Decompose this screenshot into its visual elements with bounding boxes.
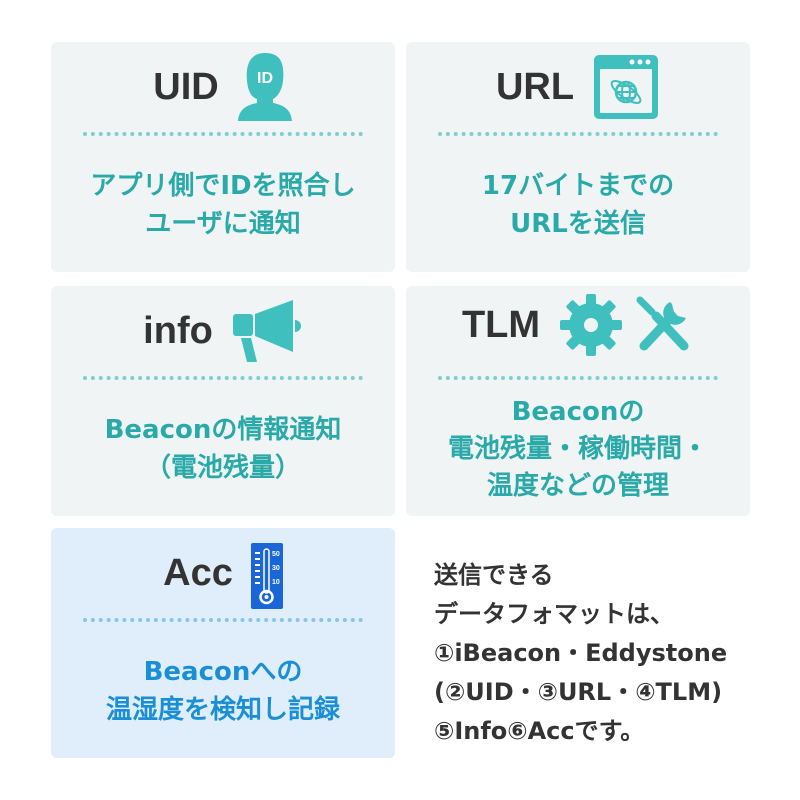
svg-text:50: 50	[272, 551, 280, 558]
format-note: 送信できる データフォマットは、 ①iBeacon・Eddystone (②UI…	[434, 561, 728, 745]
card-title: TLM	[461, 303, 541, 346]
card-description: Beaconへの 温湿度を検知し記録	[105, 657, 340, 725]
user-id-icon: ID	[237, 53, 292, 121]
svg-text:ID: ID	[257, 70, 273, 87]
card-url: URL 17バイトまでの URLを送信	[406, 42, 750, 272]
gear-icon	[560, 294, 623, 356]
dotted-divider	[438, 132, 718, 136]
card-description: アプリ側でIDを照合し ユーザに通知	[90, 171, 356, 239]
card-info: info Beaconの情報通知 （電池残量）	[51, 286, 395, 516]
dotted-divider	[83, 618, 363, 622]
card-description: 17バイトまでの URLを送信	[481, 171, 675, 239]
card-uid: UID ID アプリ側でIDを照合し ユーザに通知	[51, 42, 395, 272]
card-title: UID	[153, 65, 219, 108]
dotted-divider	[83, 132, 363, 136]
card-description: Beaconの情報通知 （電池残量）	[104, 415, 342, 483]
card-header: info	[51, 286, 395, 376]
card-header: URL	[406, 42, 750, 132]
wrench-screwdriver-icon	[636, 296, 689, 351]
dotted-divider	[438, 376, 718, 380]
svg-text:30: 30	[272, 565, 280, 572]
browser-globe-icon	[594, 55, 659, 119]
card-tlm: TLM Beaconの 電	[406, 286, 750, 516]
card-title: info	[143, 309, 213, 352]
card-title: Acc	[163, 551, 233, 594]
svg-text:10: 10	[272, 579, 280, 586]
card-header: UID ID	[51, 42, 395, 132]
megaphone-icon	[232, 300, 301, 362]
card-title: URL	[495, 65, 575, 108]
thermometer-icon: 50 30 10	[250, 543, 283, 609]
card-description: Beaconの 電池残量・稼働時間・ 温度などの管理	[447, 397, 708, 501]
dotted-divider	[83, 376, 363, 380]
card-header: TLM	[406, 280, 750, 370]
card-header: Acc 50 30 10	[51, 528, 395, 618]
card-acc: Acc 50 30 10 Beaconへの 温湿度を検知し記録	[51, 528, 395, 758]
